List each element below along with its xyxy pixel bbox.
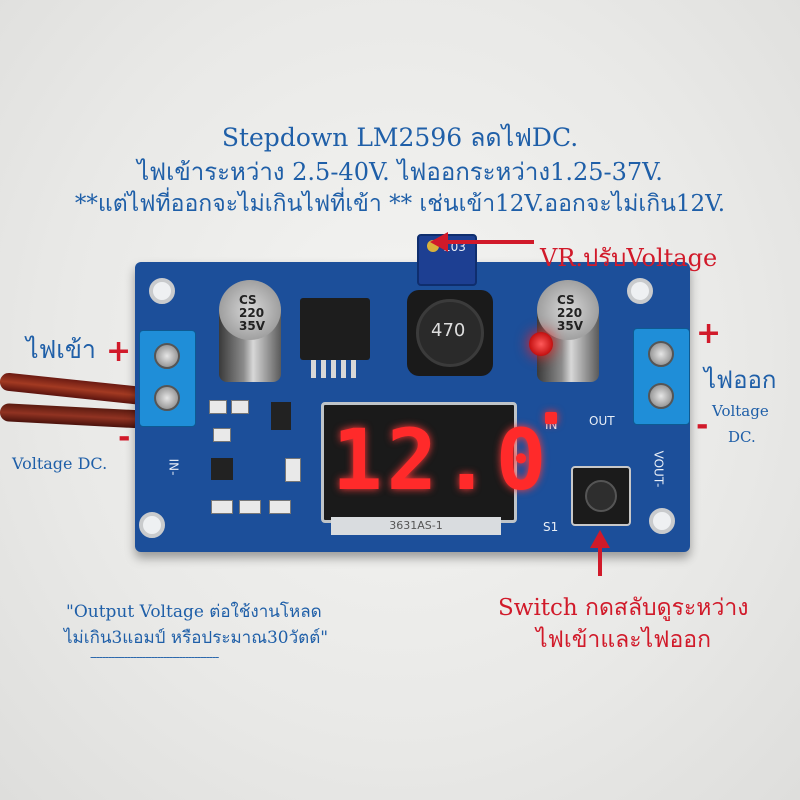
smd-resistor (231, 400, 249, 414)
silk-s1: S1 (543, 520, 559, 534)
screw-icon (648, 341, 674, 367)
output-label: ไฟออก (704, 366, 777, 394)
mount-hole (149, 278, 175, 304)
screw-icon (154, 385, 180, 411)
smd-capacitor (285, 458, 301, 482)
power-led (529, 332, 553, 356)
mount-hole (139, 512, 165, 538)
seven-segment-display: 12.0 (321, 402, 546, 523)
output-voltage-label: Voltage (712, 402, 769, 420)
output-minus-sign: - (696, 408, 709, 443)
capacitor-label: 220 (557, 306, 583, 320)
smd-resistor (213, 428, 231, 442)
display-part-number: 3631AS-1 (331, 517, 501, 535)
regulator-ic (300, 298, 370, 360)
capacitor-label: CS (239, 293, 257, 307)
capacitor-label: 220 (239, 306, 265, 320)
silk-out: OUT (589, 414, 615, 428)
input-voltage-label: Voltage DC. (12, 454, 108, 473)
input-plus-sign: + (106, 334, 132, 369)
output-voltage-label-2: DC. (728, 428, 756, 446)
title-line-2: ไฟเข้าระหว่าง 2.5-40V. ไฟออกระหว่าง1.25-… (137, 158, 663, 186)
silk-in-minus: IN- (166, 458, 181, 476)
input-label: ไฟเข้า (26, 335, 96, 364)
vr-label: VR.ปรับVoltage (540, 244, 718, 272)
screw-icon (154, 343, 180, 369)
switch-label-2: ไฟเข้าและไฟออก (536, 627, 712, 653)
vr-arrow-line (446, 240, 534, 244)
capacitor-top (537, 280, 599, 340)
smd-resistor (269, 500, 291, 514)
capacitor-top (219, 280, 281, 340)
pcb-board: CS 220 35V 470 103 CS 220 35V 12.0 3631A… (135, 234, 690, 552)
switch-arrowhead-icon (590, 530, 610, 548)
mount-hole (649, 508, 675, 534)
input-minus-sign: - (118, 420, 131, 455)
note-line-2: ไม่เกิน3แอมป์ หรือประมาณ30วัตต์" (64, 628, 329, 648)
capacitor-label: 35V (239, 319, 265, 333)
switch-arrow-line (598, 546, 602, 576)
capacitor-label: 35V (557, 319, 583, 333)
switch-button[interactable] (585, 480, 617, 512)
in-led (545, 412, 557, 424)
output-plus-sign: + (696, 316, 722, 351)
display-value: 12.0 (332, 411, 551, 509)
capacitor-label: CS (557, 293, 575, 307)
screw-icon (648, 383, 674, 409)
input-terminal (139, 330, 196, 427)
title-line-3: **แต่ไฟที่ออกจะไม่เกินไฟที่เข้า ** เช่นเ… (74, 191, 726, 217)
capacitor-right: CS 220 35V (537, 280, 599, 382)
display-toggle-switch[interactable] (571, 466, 631, 526)
title-line-1: Stepdown LM2596 ลดไฟDC. (221, 123, 579, 152)
note-line-1: "Output Voltage ต่อใช้งานโหลด (66, 602, 322, 622)
capacitor-left: CS 220 35V (219, 280, 281, 382)
switch-label-1: Switch กดสลับดูระหว่าง (498, 595, 749, 621)
inductor: 470 (407, 290, 493, 376)
vr-arrowhead-icon (430, 232, 448, 252)
inductor-label: 470 (431, 320, 466, 341)
ic-pins (311, 360, 359, 378)
silk-vout-minus: VOUT- (651, 450, 666, 488)
note-rule: ----------------------------------------… (90, 650, 219, 664)
output-terminal (633, 328, 690, 425)
transistor (271, 402, 291, 430)
smd-resistor (209, 400, 227, 414)
smd-resistor (211, 500, 233, 514)
mount-hole (627, 278, 653, 304)
smd-chip (211, 458, 233, 480)
smd-resistor (239, 500, 261, 514)
